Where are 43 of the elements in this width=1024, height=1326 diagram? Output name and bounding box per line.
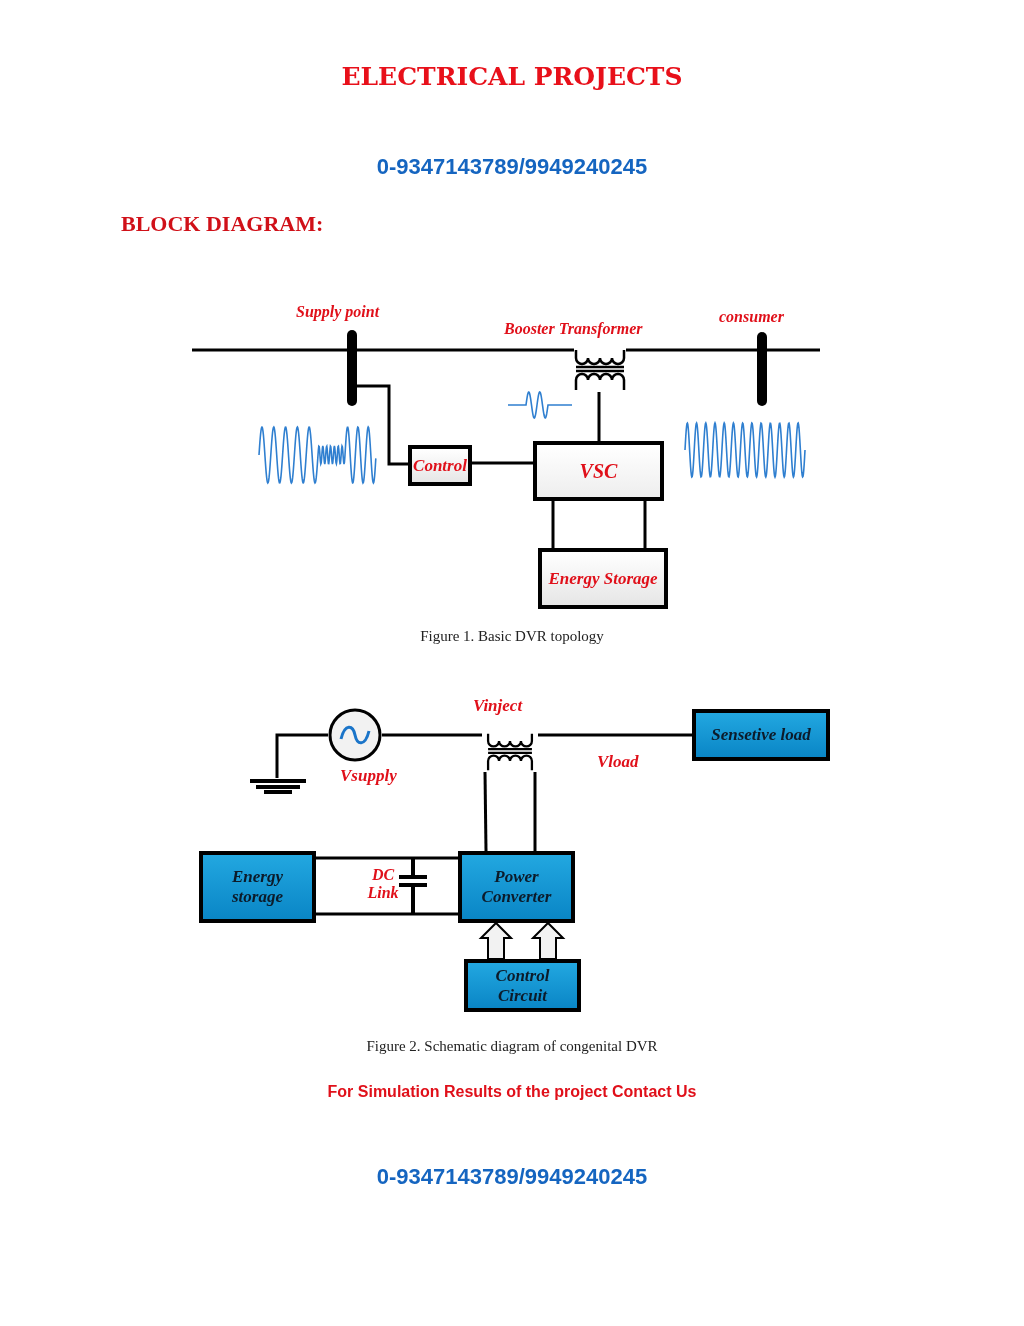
wire	[357, 384, 408, 466]
component-label: Supply point	[296, 303, 380, 321]
dc-link-label: DC Link	[366, 866, 400, 903]
storage-block: Energy storage	[199, 851, 316, 923]
wire	[357, 348, 574, 352]
block-arrow	[530, 921, 566, 960]
wire	[275, 733, 328, 778]
wire	[533, 772, 537, 851]
control-block: Control	[408, 445, 472, 486]
component-label: Booster Transformer	[504, 320, 643, 338]
wire	[316, 856, 458, 860]
block-arrow	[478, 921, 514, 960]
page-title: ELECTRICAL PROJECTS	[340, 62, 684, 91]
component-label: consumer	[719, 308, 784, 326]
contact-note: For Simulation Results of the project Contact Us	[327, 1083, 697, 1101]
ground-symbol	[250, 778, 306, 794]
converter-block: VSC	[533, 441, 664, 501]
phone-number: 0-9347143789/9949240245	[376, 154, 648, 180]
wire	[192, 348, 347, 352]
figure-caption: Figure 1. Basic DVR topology	[420, 628, 604, 645]
control-block: Control Circuit	[464, 959, 581, 1012]
wire	[597, 392, 601, 441]
component-label: Vsupply	[340, 766, 397, 786]
wire	[538, 733, 692, 737]
bus-bar	[757, 332, 767, 406]
section-heading: BLOCK DIAGRAM:	[121, 211, 324, 237]
figure-caption: Figure 2. Schematic diagram of congenital DVR	[366, 1038, 658, 1055]
wire	[472, 461, 533, 465]
ac-source-symbol	[328, 708, 382, 762]
wire	[767, 348, 820, 352]
load-block: Sensetive load	[692, 709, 830, 761]
bus-bar	[347, 330, 357, 406]
storage-block: Energy Storage	[538, 548, 668, 609]
wire	[626, 348, 757, 352]
wire	[316, 912, 458, 916]
wire	[551, 501, 555, 548]
phone-number: 0-9347143789/9949240245	[376, 1164, 648, 1190]
converter-block: Power Converter	[458, 851, 575, 923]
wire	[483, 771, 488, 852]
component-label: Vinject	[473, 696, 523, 716]
wire	[643, 501, 647, 548]
wire	[382, 733, 482, 737]
voltage-label: Vload	[597, 752, 639, 772]
